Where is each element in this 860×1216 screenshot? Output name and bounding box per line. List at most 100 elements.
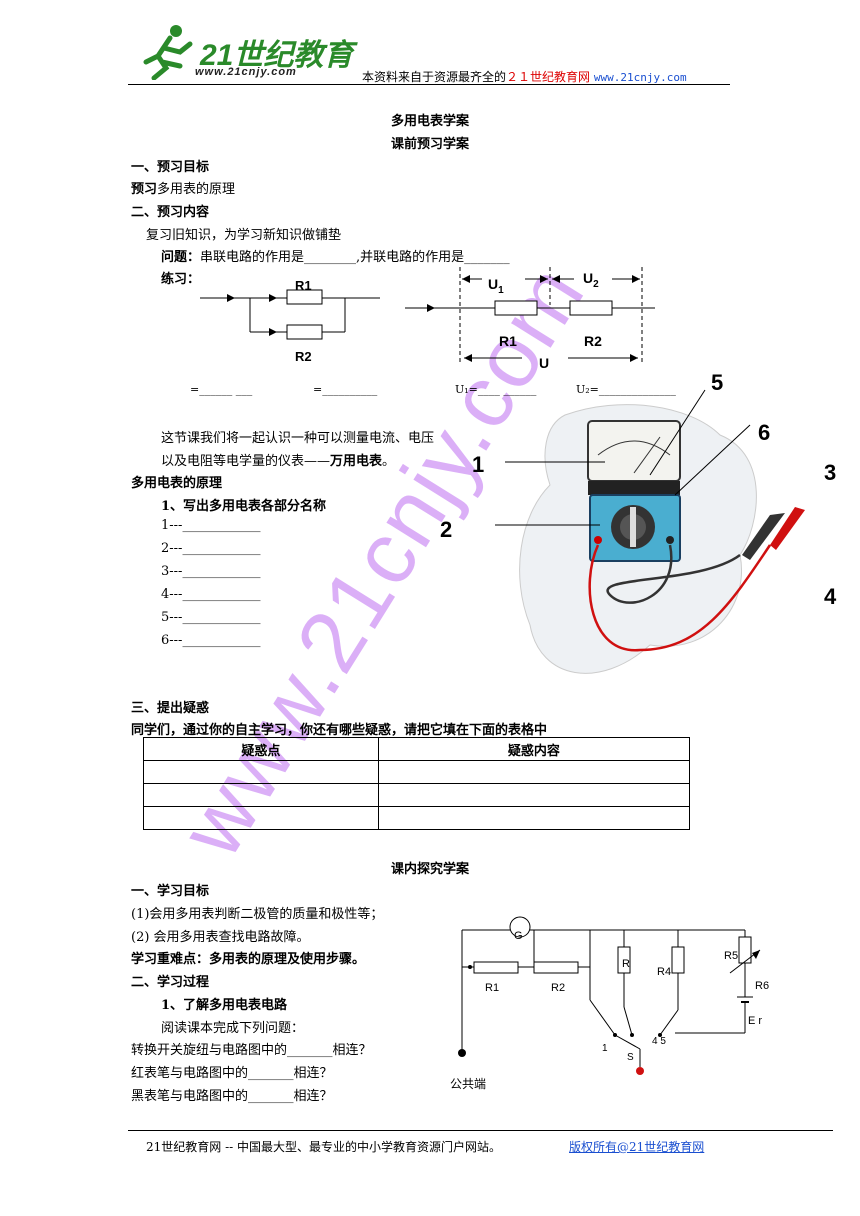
right-r1-label: R1 (499, 333, 517, 349)
header-source-name[interactable]: ２１世纪教育网 (506, 70, 591, 84)
multimeter-photo (519, 404, 805, 674)
footer-rule (128, 1130, 833, 1131)
table-row (143, 783, 691, 807)
meter-label-1: 1 (472, 452, 485, 477)
parts-question: 1、写出多用电表各部分名称 (161, 499, 327, 514)
meter-label-5: 5 (711, 370, 724, 395)
inclass-section2: 二、学习过程 (131, 975, 210, 990)
part-blank-5[interactable]: 5---____________ (161, 610, 261, 625)
part-blank-2[interactable]: 2---____________ (161, 541, 261, 556)
circuit-er-label: E r (748, 1015, 763, 1027)
table-cell[interactable] (143, 783, 379, 807)
table-header-content: 疑惑内容 (377, 737, 691, 761)
parallel-circuit-diagram (200, 289, 380, 340)
intro-line-1: 这节课我们将一起认识一种可以测量电流、电压 (161, 431, 435, 446)
right-u2-label: U2 (583, 270, 599, 290)
circuit-g-label: G (514, 930, 523, 942)
circuit-r4-label: R4 (657, 966, 672, 978)
inclass-section1: 一、学习目标 (131, 884, 210, 899)
part-blank-6[interactable]: 6---____________ (161, 633, 261, 648)
header-source: 本资料来自于资源最齐全的２１世纪教育网 www.21cnjy.com (362, 68, 687, 85)
main-title: 多用电表学案 (390, 114, 469, 129)
sub-title: 课前预习学案 (390, 137, 469, 152)
u2-sub: 2 (593, 278, 599, 290)
table-row (143, 760, 691, 784)
inclass-q1: 转换开关旋纽与电路图中的_______相连？ (131, 1043, 372, 1058)
header-rule (128, 84, 730, 85)
table-cell[interactable] (143, 806, 379, 830)
circuit-r5-label: R5 (724, 950, 739, 962)
question-label: 问题： (161, 250, 201, 265)
footer-left: 21世纪教育网 -- 中国最大型、最专业的中小学教育资源门户网站。 (146, 1140, 502, 1154)
intro-line-2: 以及电阻等电学量的仪表——万用电表。 (161, 450, 395, 469)
circuit-r3-label: R (622, 958, 630, 970)
meter-label-6: 6 (758, 420, 771, 445)
part-blank-3[interactable]: 3---____________ (161, 564, 261, 579)
inclass-read: 阅读课本完成下列问题： (161, 1021, 305, 1036)
circuit-r6-label: R6 (755, 980, 770, 992)
section2-title: 二、预习内容 (131, 205, 210, 220)
u1-main: U (488, 276, 499, 292)
question: 问题：串联电路的作用是________,并联电路的作用是_______ (161, 246, 510, 265)
table-header-point: 疑惑点 (143, 737, 379, 761)
goal-bold: 预习 (131, 182, 158, 197)
u2-main: U (583, 270, 594, 286)
logo-runner-icon (143, 25, 193, 80)
intro-bold: 万用电表 (330, 454, 383, 469)
multimeter-circuit-diagram (458, 916, 761, 1075)
inclass-sub1: 1、了解多用电表电路 (161, 998, 288, 1013)
left-r1-label: R1 (295, 278, 312, 293)
blank-4[interactable]: U₂=______________ (576, 383, 676, 396)
inclass-q2: 红表笔与电路图中的_______相连？ (131, 1066, 333, 1081)
meter-pointer-lines (495, 389, 751, 526)
part-blank-1[interactable]: 1---____________ (161, 518, 261, 533)
part-blank-4[interactable]: 4---____________ (161, 587, 261, 602)
left-r2-label: R2 (295, 349, 312, 364)
doubt-table: 疑惑点 疑惑内容 (143, 737, 691, 830)
section3-title: 三、提出疑惑 (131, 701, 210, 716)
review-text: 复习旧知识，为学习新知识做铺垫 (146, 228, 342, 243)
intro-end: 。 (382, 454, 396, 469)
table-cell[interactable] (377, 806, 691, 830)
table-row (143, 806, 691, 830)
blank-3[interactable]: U₁=____ ______ (455, 383, 537, 396)
doubt-prompt: 同学们，通过你的自主学习，你还有哪些疑惑，请把它填在下面的表格中 (131, 723, 548, 738)
circuit-t1-label: 1 (602, 1043, 608, 1054)
inclass-goal-1: (1)会用多用表判断二极管的质量和极性等； (131, 907, 384, 922)
intro-line2-text: 以及电阻等电学量的仪表—— (161, 454, 331, 469)
blank-1[interactable]: =______ ___ (190, 383, 253, 396)
circuit-s-label: S (627, 1052, 634, 1063)
preview-goal: 预习多用表的原理 (131, 178, 235, 197)
right-r2-label: R2 (584, 333, 602, 349)
header-source-prefix: 本资料来自于资源最齐全的 (362, 70, 507, 84)
meter-label-4: 4 (824, 584, 837, 609)
table-cell[interactable] (377, 783, 691, 807)
principle-title: 多用电表的原理 (131, 476, 223, 491)
table-cell[interactable] (143, 760, 379, 784)
practice-label: 练习： (161, 272, 201, 287)
circuit-t45-label: 4 5 (652, 1036, 666, 1047)
section1-title: 一、预习目标 (131, 160, 210, 175)
table-header-row: 疑惑点 疑惑内容 (143, 737, 691, 761)
goal-rest: 多用表的原理 (157, 182, 236, 197)
header-source-url[interactable]: www.21cnjy.com (593, 71, 687, 84)
right-u-label: U (539, 355, 550, 371)
logo-url: www.21cnjy.com (195, 66, 297, 78)
series-circuit-diagram (405, 267, 655, 365)
inclass-q3: 黑表笔与电路图中的_______相连？ (131, 1089, 333, 1104)
circuit-r1-label: R1 (485, 982, 500, 994)
meter-label-3: 3 (824, 460, 837, 485)
key-points: 学习重难点：多用表的原理及使用步骤。 (131, 952, 366, 967)
circuit-r2-label: R2 (551, 982, 566, 994)
blank-2[interactable]: =__________ (313, 383, 378, 396)
inclass-title: 课内探究学案 (390, 862, 469, 877)
right-u1-label: U1 (488, 276, 504, 296)
table-cell[interactable] (377, 760, 691, 784)
footer-copyright-link[interactable]: 版权所有@21世纪教育网 (569, 1140, 705, 1154)
question-text: 串联电路的作用是________,并联电路的作用是_______ (200, 250, 510, 265)
inclass-goal-2: (2) 会用多用表查找电路故障。 (131, 930, 310, 945)
u1-sub: 1 (498, 284, 504, 296)
meter-label-2: 2 (440, 517, 453, 542)
logo-text: 21世纪教育 (200, 39, 354, 72)
circuit-common-label: 公共端 (450, 1077, 487, 1091)
